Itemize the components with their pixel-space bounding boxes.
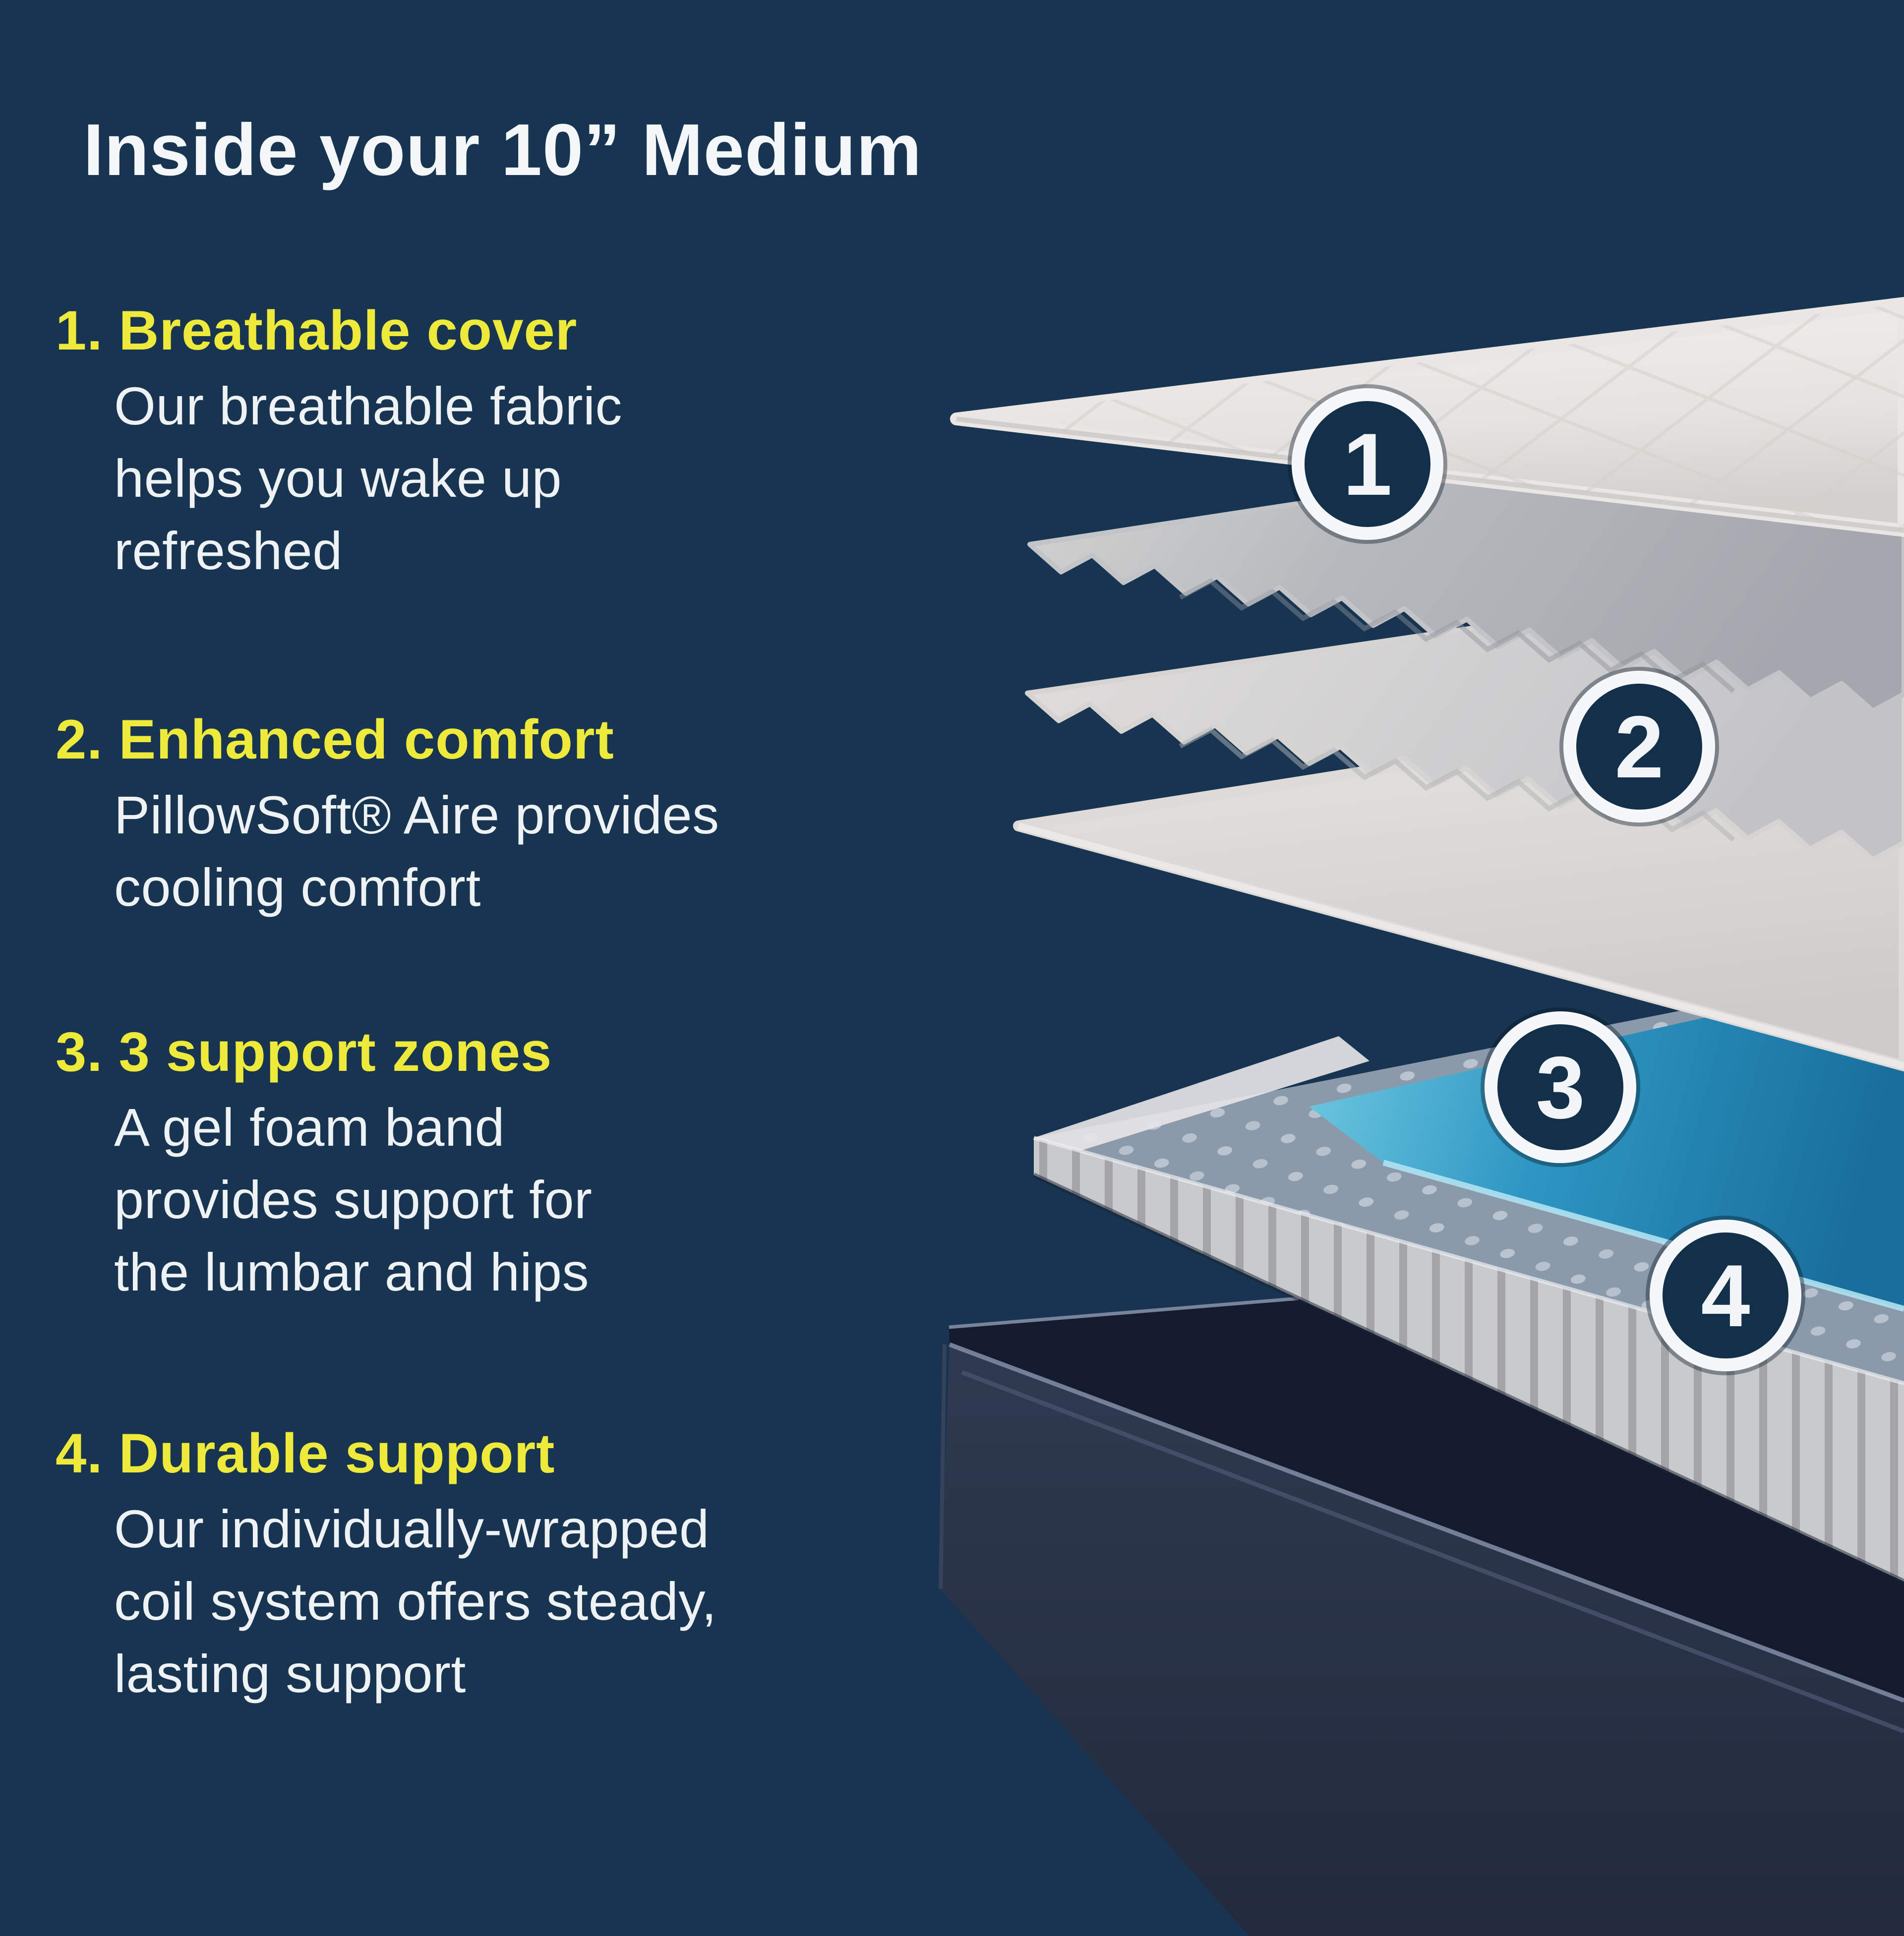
callout-badge-4: 4 (1646, 1216, 1805, 1375)
callout-badge-1: 1 (1288, 384, 1447, 544)
callout-number: 2 (1615, 698, 1664, 796)
coil-front-face (1034, 1138, 1904, 1582)
coil-top-staircase (1034, 1036, 1369, 1155)
callout-number: 1 (1343, 415, 1392, 514)
callout-number: 4 (1701, 1246, 1750, 1345)
foundation-interior (949, 1298, 1904, 1701)
callout-number: 3 (1536, 1038, 1585, 1137)
callout-badge-2: 2 (1559, 667, 1719, 826)
foundation-base (939, 1296, 1904, 1936)
foundation-front-face (941, 1345, 1904, 1936)
callout-badge-3: 3 (1481, 1007, 1640, 1167)
